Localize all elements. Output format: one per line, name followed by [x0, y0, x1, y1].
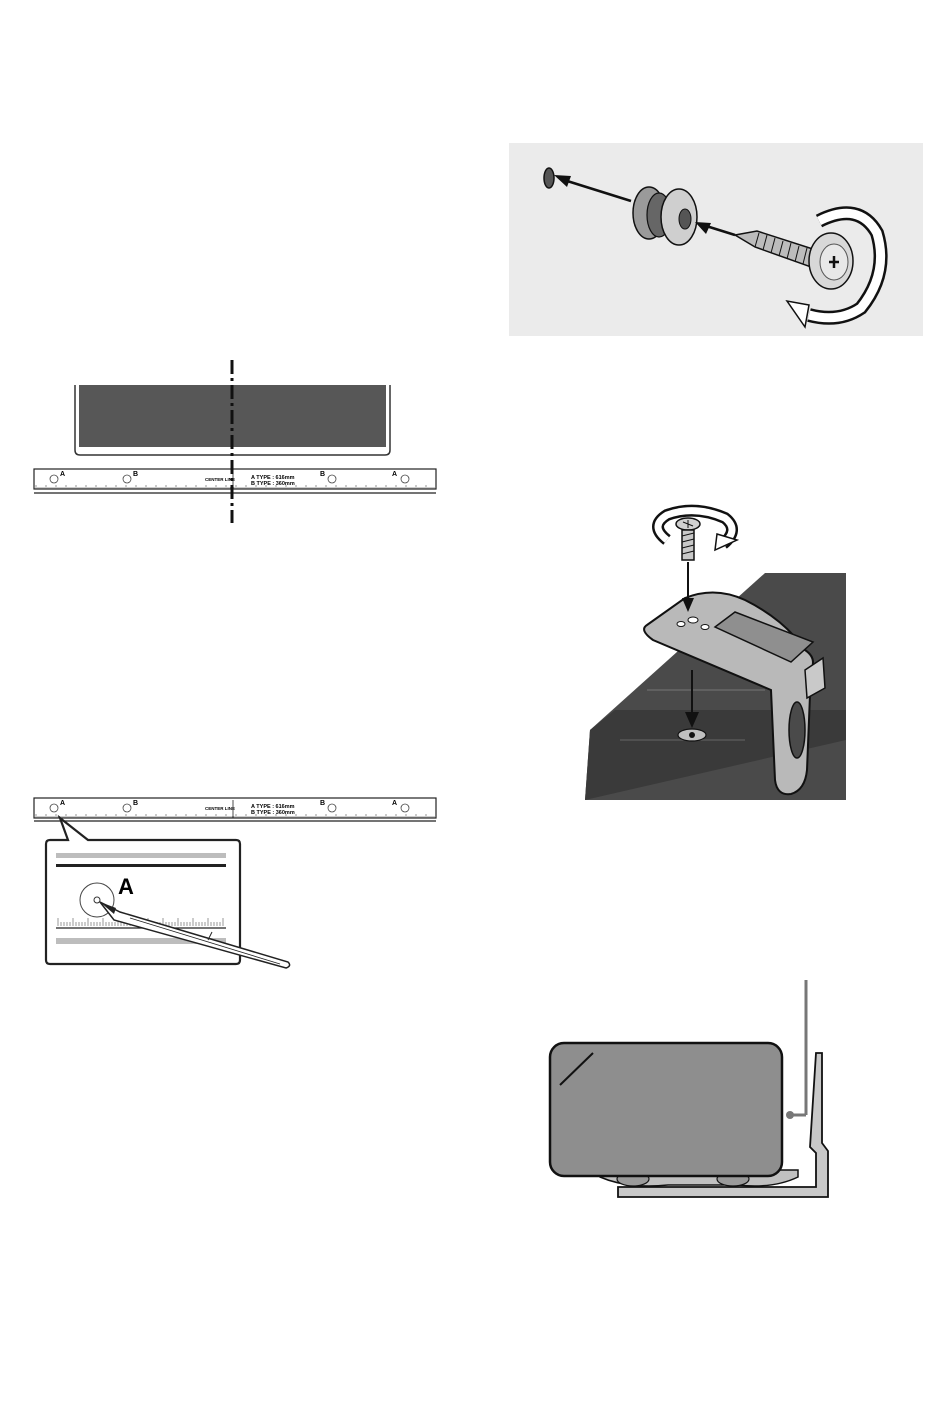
marker-label-a: A [60, 800, 65, 807]
marker-label-b: B [320, 800, 325, 807]
marker-label-a: A [392, 471, 397, 478]
wall-screw [735, 231, 853, 289]
type-b-label: B TYPE : 360mm [251, 810, 295, 816]
marker-label-a: A [392, 800, 397, 807]
tv-centerline-diagram: A B CENTER LINE A TYPE : 616mm B TYPE : … [30, 355, 450, 525]
screw-anchor-icon [509, 143, 923, 336]
bracket-screw-icon [676, 518, 700, 560]
wall-hole [544, 168, 554, 188]
marker-label-b: B [133, 800, 138, 807]
template-marking-diagram: A B CENTER LINE A TYPE : 616mm B TYPE : … [30, 790, 450, 975]
rotate-arrow-icon [658, 511, 737, 550]
marker-label-b: B [133, 471, 138, 478]
marker-label-a: A [60, 471, 65, 478]
bracket-attach-diagram [585, 500, 850, 800]
type-b-label: B TYPE : 360mm [251, 481, 295, 487]
soundbar-icon [550, 1043, 782, 1176]
marker-label-b: B [320, 471, 325, 478]
callout-marker-label: A [118, 874, 134, 899]
soundbar-mounted-diagram [548, 975, 833, 1205]
center-line-label: CENTER LINE [205, 806, 235, 811]
wall-spacer [633, 187, 697, 245]
